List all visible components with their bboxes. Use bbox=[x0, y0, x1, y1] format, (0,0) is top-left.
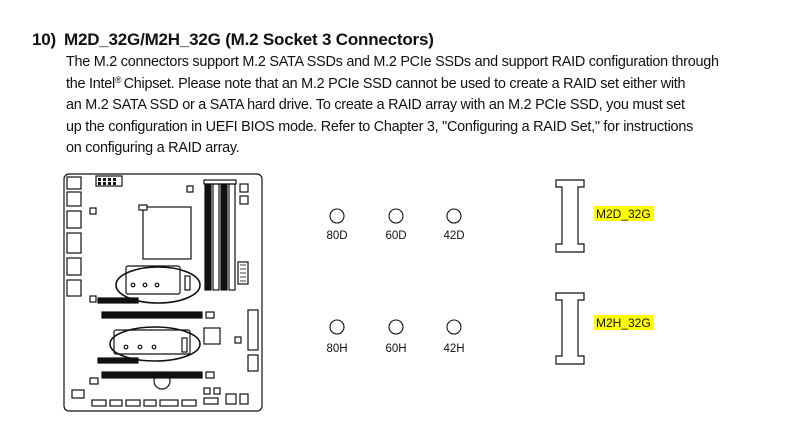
m2d-label-highlight bbox=[594, 206, 654, 221]
standoff-markers-bottom: 80H 60H 42H bbox=[326, 319, 465, 355]
standoff-label: 60D bbox=[385, 230, 406, 242]
m2-connector-mark bbox=[181, 337, 188, 353]
standoff-60h-icon bbox=[388, 319, 404, 335]
cpu-socket-lever bbox=[138, 204, 148, 211]
paragraph-line: on configuring a RAID array. bbox=[66, 140, 240, 156]
m2h-label-highlight bbox=[594, 315, 654, 330]
m2-slot-outline bbox=[125, 265, 181, 295]
io-port bbox=[66, 210, 82, 229]
small-component bbox=[234, 336, 242, 344]
m2-slot-outline bbox=[113, 329, 191, 355]
sata-connector bbox=[247, 354, 259, 372]
atx-connector bbox=[237, 261, 249, 285]
paragraph-line: The M.2 connectors support M.2 SATA SSDs… bbox=[66, 54, 719, 70]
bottom-headers bbox=[71, 387, 249, 407]
standoff-60d-icon bbox=[388, 208, 404, 224]
standoff-hole bbox=[130, 282, 136, 288]
power-connector bbox=[95, 175, 123, 187]
small-component bbox=[89, 377, 99, 385]
io-port bbox=[66, 232, 82, 254]
standoff-42d-icon bbox=[446, 208, 462, 224]
standoff-hole bbox=[142, 282, 148, 288]
battery bbox=[153, 372, 171, 390]
io-port bbox=[66, 191, 82, 207]
small-component bbox=[89, 207, 97, 215]
m2d-connector-label: M2D_32G bbox=[596, 207, 651, 221]
standoff-42h-icon bbox=[446, 319, 462, 335]
m2h-connector-label: M2H_32G bbox=[596, 316, 651, 330]
standoff-hole bbox=[151, 344, 157, 350]
paragraph-line: an M.2 SATA SSD or a SATA hard drive. To… bbox=[66, 97, 685, 113]
small-component bbox=[239, 195, 249, 205]
m2h-highlight-ellipse bbox=[109, 326, 201, 362]
dimm-slots bbox=[203, 179, 237, 291]
paragraph-line: up the configuration in UEFI BIOS mode. … bbox=[66, 118, 694, 135]
standoff-label: 80H bbox=[326, 343, 347, 355]
m2-connector-mark bbox=[184, 275, 191, 291]
description-paragraph: The M.2 connectors support M.2 SATA SSDs… bbox=[66, 52, 778, 160]
io-port bbox=[66, 257, 82, 276]
small-component bbox=[186, 185, 194, 193]
io-port bbox=[66, 176, 82, 190]
standoff-80h-icon bbox=[329, 319, 345, 335]
motherboard-diagram bbox=[63, 173, 263, 412]
standoff-markers-top: 80D 60D 42D bbox=[326, 208, 465, 242]
m2d-highlight-ellipse bbox=[115, 266, 201, 304]
m2d-connector-shape bbox=[555, 179, 585, 253]
standoff-label: 60H bbox=[385, 343, 406, 355]
section-title: M2D_32G/M2H_32G (M.2 Socket 3 Connectors… bbox=[63, 30, 434, 49]
standoff-hole bbox=[123, 344, 129, 350]
sata-connector bbox=[247, 309, 259, 351]
small-component bbox=[89, 295, 97, 303]
standoff-hole bbox=[154, 282, 160, 288]
registered-mark: ® bbox=[114, 74, 124, 85]
standoff-80d-icon bbox=[329, 208, 345, 224]
cpu-socket bbox=[142, 206, 192, 260]
chipset bbox=[203, 327, 221, 345]
standoff-label: 42D bbox=[443, 230, 464, 242]
section-number: 10) bbox=[32, 30, 56, 49]
section-heading: 10) M2D_32G/M2H_32G (M.2 Socket 3 Connect… bbox=[32, 30, 434, 50]
standoff-hole bbox=[137, 344, 143, 350]
standoff-label: 80D bbox=[326, 230, 347, 242]
io-port bbox=[66, 279, 82, 297]
standoff-label: 42H bbox=[443, 343, 464, 355]
paragraph-line: the Intel® Chipset. Please note that an … bbox=[66, 74, 686, 92]
small-component bbox=[239, 183, 249, 193]
m2h-connector-shape bbox=[555, 292, 585, 365]
